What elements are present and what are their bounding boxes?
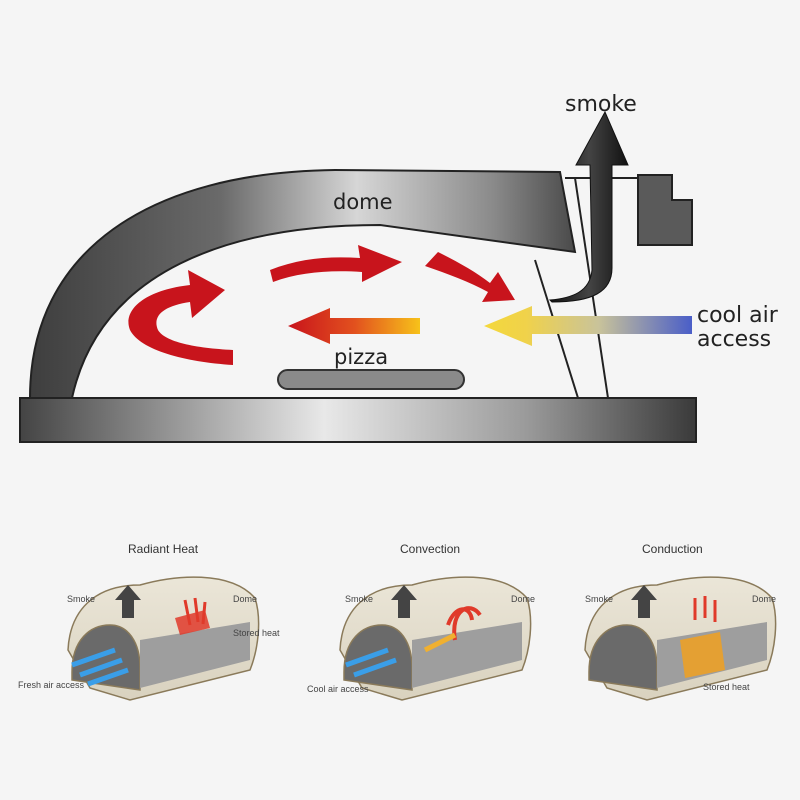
heat-arrow-right (425, 252, 515, 302)
radiant-heat-icon (175, 610, 210, 635)
dome-label: Dome (752, 594, 776, 604)
panel-title: Convection (400, 542, 460, 556)
panel-convection: Convection Smoke Dome Cool air access (307, 542, 535, 701)
cool-air-label-line2: access (697, 327, 771, 352)
oven-floor (140, 622, 250, 688)
smoke-label: Smoke (345, 594, 373, 604)
dome-label: Dome (233, 594, 257, 604)
convection-loop-icon (446, 606, 482, 641)
pizza-shape (277, 369, 465, 390)
oven-floor (412, 622, 522, 688)
hearth-base (19, 397, 697, 443)
panel-conduction: Conduction Smoke Dome Stored heat (584, 542, 777, 701)
heat-down-arrows-icon (693, 596, 717, 622)
panel-title: Conduction (642, 542, 703, 556)
warm-air-arrow (288, 308, 420, 344)
cool-air-arrows-icon (345, 647, 397, 678)
smoke-icon (631, 585, 657, 618)
panel-title: Radiant Heat (128, 542, 199, 556)
dome-shape (28, 168, 577, 399)
warm-air-icon (423, 632, 457, 653)
flue-block (637, 174, 693, 246)
dome-label: Dome (511, 594, 535, 604)
fresh-air-label: Fresh air access (18, 680, 85, 690)
dome-label: dome (333, 190, 393, 214)
cool-air-label: Cool air access (307, 684, 369, 694)
stored-heat-label: Stored heat (233, 628, 280, 638)
fresh-air-arrows-icon (71, 647, 129, 687)
oven-mouth (588, 624, 658, 691)
heat-ray-icon (183, 597, 207, 626)
heat-arrow-left-curve (128, 270, 233, 365)
stored-heat-label: Stored heat (703, 682, 750, 692)
cool-air-label-line1: cool air (697, 303, 779, 328)
smoke-icon (391, 585, 417, 618)
smoke-icon (115, 585, 141, 618)
conduction-heat-icon (680, 632, 725, 678)
panel-radiant-heat: Radiant Heat Smoke Dome Stored heat Fres… (18, 542, 280, 701)
smoke-label: Smoke (67, 594, 95, 604)
smoke-arrow (548, 110, 629, 303)
cool-air-arrow (484, 306, 692, 346)
heat-arrow-top (270, 245, 402, 282)
smoke-label: smoke (565, 92, 637, 117)
smoke-label: Smoke (585, 594, 613, 604)
pizza-label: pizza (334, 345, 388, 369)
